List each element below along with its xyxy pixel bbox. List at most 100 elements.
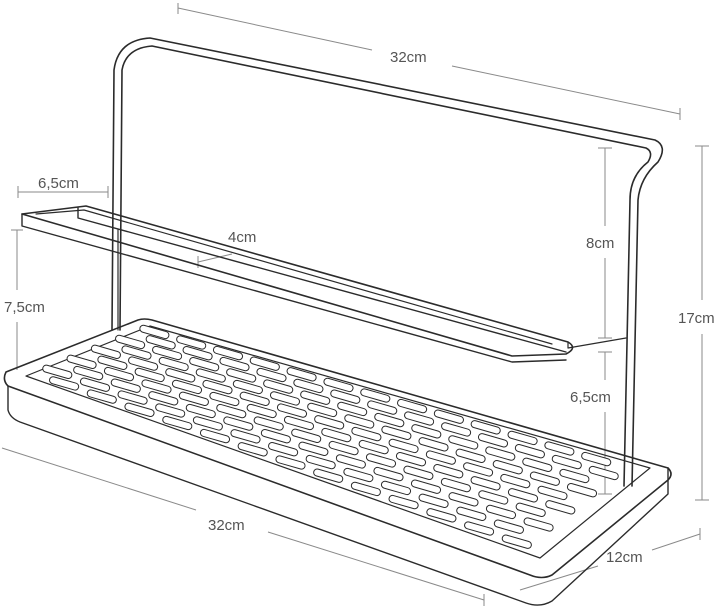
- mat-slot: [425, 450, 456, 465]
- mat-slot: [182, 346, 213, 361]
- mat-slot: [212, 345, 244, 361]
- mat-slot: [158, 356, 189, 372]
- mat-slot: [276, 403, 308, 418]
- mat-slot: [185, 403, 216, 419]
- mat-slot: [463, 462, 494, 477]
- mat-slot: [237, 442, 268, 457]
- mat-slot: [493, 519, 524, 534]
- mat-slot: [522, 457, 553, 472]
- mat-slot: [343, 467, 374, 483]
- mat-slot: [121, 345, 152, 360]
- mat-slot: [485, 504, 517, 520]
- dim-top-width: [177, 3, 681, 120]
- mat-slot: [501, 534, 532, 549]
- mat-slot: [448, 492, 479, 507]
- dim-back-height: [598, 147, 612, 339]
- mat-slot: [291, 428, 322, 443]
- mat-slot: [97, 355, 128, 370]
- mat-slot: [239, 391, 270, 406]
- mat-slot: [440, 477, 471, 493]
- mat-slot: [588, 465, 619, 481]
- mat-slot: [246, 403, 277, 419]
- mat-slot: [209, 391, 240, 407]
- mat-slot: [124, 402, 155, 417]
- label-shelf-depth: 6,5cm: [38, 175, 79, 192]
- mat-slot: [249, 356, 280, 371]
- mat-slot: [492, 460, 523, 475]
- mat-slot: [410, 479, 442, 494]
- mat-slot: [523, 517, 554, 532]
- mat-slot: [478, 490, 509, 505]
- mat-slot: [103, 366, 135, 382]
- mat-slot: [230, 429, 261, 444]
- dim-rail-gap: [197, 253, 233, 268]
- mat-slot: [448, 435, 479, 450]
- mat-slot: [141, 379, 172, 394]
- mat-slot: [456, 506, 487, 521]
- mat-slot: [529, 471, 560, 486]
- mat-slot: [500, 473, 531, 489]
- mat-slot: [300, 390, 331, 405]
- mat-slot: [551, 454, 582, 470]
- mat-slot: [313, 468, 344, 483]
- base-tray: [3, 318, 672, 606]
- label-rail-gap: 4cm: [228, 229, 256, 246]
- mat-slot: [73, 365, 104, 381]
- mat-slot: [485, 446, 516, 461]
- mat-slot: [256, 367, 287, 383]
- mat-slot: [455, 448, 486, 463]
- mat-slot: [232, 379, 263, 395]
- mat-slot: [148, 391, 179, 406]
- mat-slot: [199, 428, 231, 444]
- mat-slot: [314, 415, 345, 430]
- mat-slot: [344, 414, 375, 429]
- mat-slot: [253, 416, 284, 431]
- mat-slot: [269, 391, 301, 406]
- mat-slot: [358, 439, 389, 455]
- dimension-labels: 32cm 6,5cm 4cm 8cm 7,5cm 17cm 6,5cm 32cm…: [4, 49, 715, 566]
- mat-slot: [195, 368, 226, 383]
- mat-slot: [433, 409, 464, 424]
- mat-slot: [426, 508, 457, 523]
- mat-slot: [351, 426, 382, 442]
- mat-slot: [260, 429, 291, 444]
- mat-slot: [171, 379, 203, 395]
- mat-slot: [544, 441, 575, 456]
- mat-slot: [545, 500, 576, 515]
- mat-slot: [117, 390, 148, 405]
- dim-shelf-depth: [17, 186, 109, 198]
- label-lower-gap: 6,5cm: [570, 389, 611, 406]
- label-top-width: 32cm: [390, 49, 427, 66]
- label-base-depth: 12cm: [606, 549, 643, 566]
- mat-slot: [388, 494, 419, 510]
- mat-slot: [335, 454, 366, 469]
- mat-slot: [464, 521, 495, 536]
- mat-slot: [403, 465, 434, 480]
- label-front-height: 7,5cm: [4, 299, 45, 316]
- mat-slot: [155, 403, 186, 418]
- mat-slot: [330, 389, 361, 404]
- mat-slot: [337, 401, 368, 417]
- mat-slot: [134, 367, 165, 383]
- mat-slot: [515, 502, 546, 517]
- dim-total-height: [695, 145, 709, 501]
- mat-slot: [381, 425, 412, 440]
- dim-base-width: [1, 447, 485, 606]
- mat-slot: [441, 422, 472, 437]
- label-base-width: 32cm: [208, 517, 245, 534]
- mat-slot: [367, 400, 398, 415]
- mat-slot: [323, 377, 354, 393]
- mat-slot: [79, 377, 111, 392]
- mat-slot: [360, 388, 391, 403]
- mat-slot: [226, 368, 257, 383]
- mat-slot: [176, 335, 207, 350]
- wire-frame: [21, 37, 664, 487]
- mat-slot: [178, 391, 209, 406]
- mat-slot: [433, 464, 464, 479]
- mat-slot: [395, 452, 427, 467]
- mat-slot: [283, 415, 315, 431]
- mat-slot: [397, 398, 428, 414]
- mat-slot: [559, 468, 590, 484]
- mat-slot: [128, 356, 159, 371]
- mat-slot: [514, 444, 545, 459]
